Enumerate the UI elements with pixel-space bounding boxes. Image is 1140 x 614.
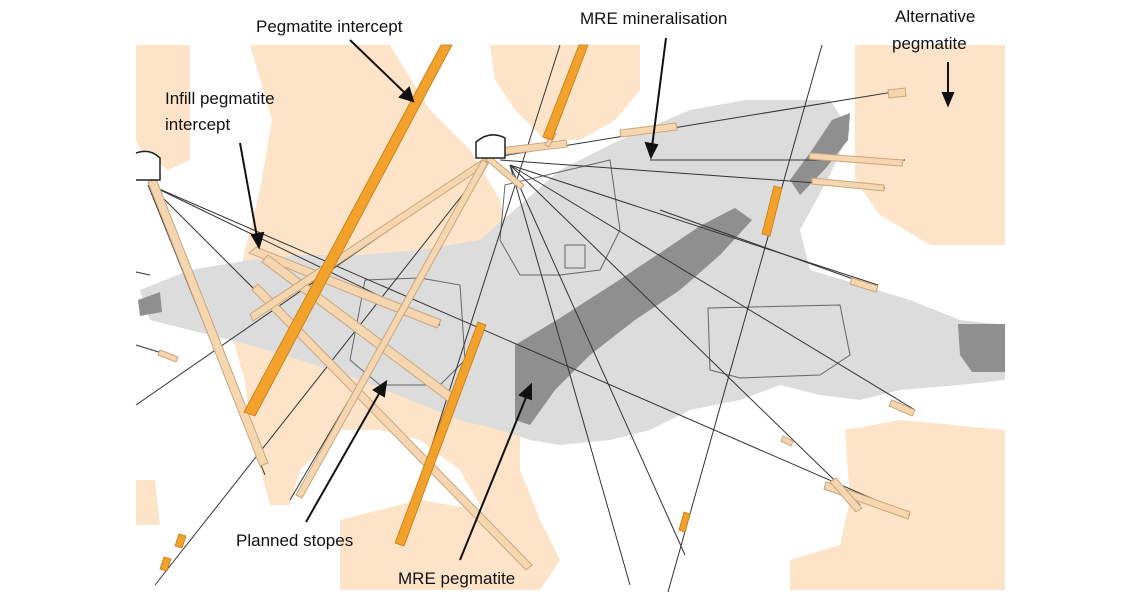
stope-outline-2 — [499, 159, 621, 276]
arrow-mre-pegmatite — [459, 394, 528, 561]
label-planned-stopes: Planned stopes — [236, 531, 353, 550]
drive-portals — [135, 134, 506, 181]
arrowhead-icon — [372, 379, 388, 398]
infill-bar — [811, 177, 885, 192]
pegmatite-intercept-bar — [678, 511, 691, 533]
stope-outline-1 — [349, 277, 466, 386]
label-mre-mineralisation: MRE mineralisation — [580, 9, 727, 28]
pegmatite-intercept-bars — [159, 44, 783, 572]
drill-trace — [509, 164, 861, 506]
portal-outline-centre — [475, 134, 506, 159]
label-infill-line1: Infill pegmatite — [165, 89, 275, 108]
planned-stopes — [349, 159, 851, 386]
annotation-arrows — [239, 37, 955, 561]
pegmatite-intercept-bar — [159, 556, 172, 572]
stope-outline-3 — [707, 304, 851, 379]
infill-bar — [887, 87, 907, 99]
portal-outline-left — [135, 150, 161, 181]
pegmatite-zone-bottom-middle — [340, 500, 560, 590]
infill-bar — [888, 399, 916, 417]
infill-bar — [248, 246, 442, 329]
mineralisation-dark-right — [958, 324, 1005, 372]
arrowhead-icon — [398, 86, 415, 103]
arrow-pegmatite-intercept — [349, 39, 408, 96]
label-mre-pegmatite: MRE pegmatite — [398, 569, 515, 588]
label-infill-line2: intercept — [165, 115, 230, 134]
arrow-planned-stopes — [305, 391, 381, 523]
pegmatite-zone-bottom-left — [136, 480, 160, 525]
infill-bar — [499, 139, 568, 156]
pegmatite-intercept-bar — [761, 185, 783, 237]
infill-bar — [849, 277, 879, 293]
pegmatite-intercept-bar — [394, 321, 487, 547]
mre-mineralisation-zone — [138, 100, 1005, 445]
arrow-infill-intercept — [239, 142, 258, 238]
drill-trace — [135, 271, 151, 276]
infill-pegmatite-bars — [147, 87, 916, 571]
drill-trace — [149, 184, 911, 516]
infill-bar — [157, 349, 179, 363]
pegmatite-zone-upper-right — [855, 45, 1005, 245]
arrow-mre-mineralisation — [651, 37, 667, 148]
pegmatite-intercept-bar — [542, 44, 589, 141]
arrowhead-icon — [644, 141, 659, 160]
pegmatite-intercept-bar — [243, 44, 453, 417]
pegmatite-zone-left — [136, 45, 190, 170]
mineralisation-dark-left — [138, 292, 162, 316]
mineralisation-light-body — [140, 100, 1005, 445]
infill-bar — [829, 477, 863, 513]
label-pegmatite-intercept: Pegmatite intercept — [256, 17, 403, 36]
arrowhead-icon — [518, 382, 532, 401]
pegmatite-intercept-bar — [174, 533, 187, 549]
infill-bar — [619, 122, 678, 138]
stope-outline-4 — [564, 244, 586, 269]
annotation-labels: Pegmatite intercept MRE mineralisation A… — [165, 7, 975, 588]
drill-trace — [667, 44, 823, 593]
drill-trace — [509, 164, 916, 411]
infill-bar — [251, 283, 533, 571]
drill-trace — [659, 209, 871, 286]
infill-bar — [780, 435, 794, 447]
drill-trace — [509, 164, 686, 556]
mineralisation-dark-ribbon — [515, 208, 752, 425]
drill-trace — [154, 159, 491, 586]
pegmatite-zone-lower-right — [790, 420, 1005, 590]
infill-bar — [295, 159, 489, 499]
arrowhead-icon — [250, 231, 265, 250]
drill-trace — [509, 164, 631, 586]
label-alternative-pegmatite-line1: Alternative — [895, 7, 975, 26]
label-alternative-pegmatite-line2: pegmatite — [892, 34, 967, 53]
arrowhead-icon — [941, 92, 955, 108]
drill-trace — [509, 164, 879, 286]
infill-bar — [808, 152, 904, 167]
